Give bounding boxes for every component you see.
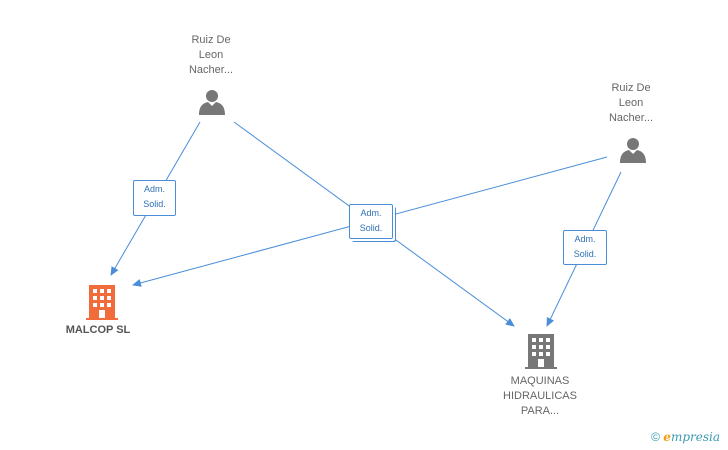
brand-logo: empresia bbox=[663, 430, 720, 444]
person-icon[interactable] bbox=[620, 138, 646, 163]
footer-brand: © empresia bbox=[651, 430, 720, 444]
person-name-label[interactable]: Ruiz De Leon Nacher... bbox=[188, 34, 234, 76]
company-name-label[interactable]: MALCOP SL bbox=[65, 324, 131, 336]
person-name-label[interactable]: Ruiz De Leon Nacher... bbox=[608, 82, 654, 124]
relation-label: Adm. Solid. bbox=[133, 180, 176, 216]
relation-label: Adm. Solid. bbox=[563, 230, 607, 265]
person-icon[interactable] bbox=[199, 90, 225, 115]
building-icon[interactable] bbox=[86, 285, 118, 320]
company-name-label[interactable]: MAQUINAS HIDRAULICAS PARA... bbox=[503, 375, 577, 417]
relation-label: Adm. Solid. bbox=[349, 204, 393, 239]
copyright-symbol: © bbox=[651, 430, 660, 444]
building-icon[interactable] bbox=[525, 334, 557, 369]
